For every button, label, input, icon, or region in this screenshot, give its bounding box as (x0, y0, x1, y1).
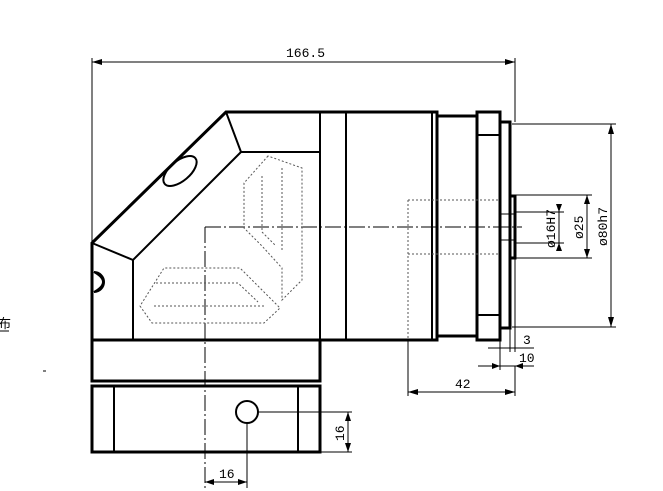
dim-bore-diameter-text: ø16H7 (544, 209, 559, 248)
hidden-gear-inner-lower (154, 282, 264, 307)
dim-hole-height: 16 (258, 411, 352, 453)
base-block (90, 338, 322, 454)
dim-pilot-diameter: ø25 (515, 194, 592, 259)
base-upper-band (90, 338, 322, 383)
dim-shaft-depth-text: 42 (455, 377, 471, 392)
output-flange (435, 110, 517, 342)
angled-housing-bevel (225, 111, 320, 153)
dim-flange-diameter: ø80h7 (512, 123, 616, 328)
dim-flange-thickness-text: 10 (519, 351, 535, 366)
angled-oval-hole (162, 155, 198, 187)
dim-hole-offset: 16 (205, 423, 248, 488)
dim-overall-length-text: 166.5 (286, 46, 325, 61)
dim-bore-diameter: ø16H7 (515, 204, 564, 251)
dim-pilot-height-text: 3 (523, 333, 531, 348)
dim-flange-diameter-text: ø80h7 (596, 207, 611, 246)
flange-ring-1 (435, 114, 479, 338)
side-hole (93, 271, 104, 293)
hidden-gear-upper (243, 155, 303, 302)
angled-housing-outline (90, 110, 439, 342)
dim-flange-thickness: 10 (478, 340, 535, 370)
base-lower-block (90, 384, 322, 454)
dim-hole-height-text: 16 (333, 425, 348, 441)
dim-overall-length: 166.5 (91, 46, 516, 243)
base-mounting-hole (235, 400, 259, 424)
output-pilot (508, 194, 517, 260)
hidden-gear-shaft (407, 199, 500, 340)
dim-hole-offset-text: 16 (219, 467, 235, 482)
dim-shaft-depth: 42 (407, 340, 516, 396)
flange-ring-2 (475, 110, 502, 342)
dim-pilot-diameter-text: ø25 (572, 216, 587, 239)
dim-pilot-height: 3 (488, 258, 534, 352)
margin-note: 布 (0, 317, 11, 332)
hidden-gear-inner-upper (261, 168, 283, 250)
hidden-gear-lower (139, 267, 281, 324)
gearbox-body (90, 110, 439, 342)
